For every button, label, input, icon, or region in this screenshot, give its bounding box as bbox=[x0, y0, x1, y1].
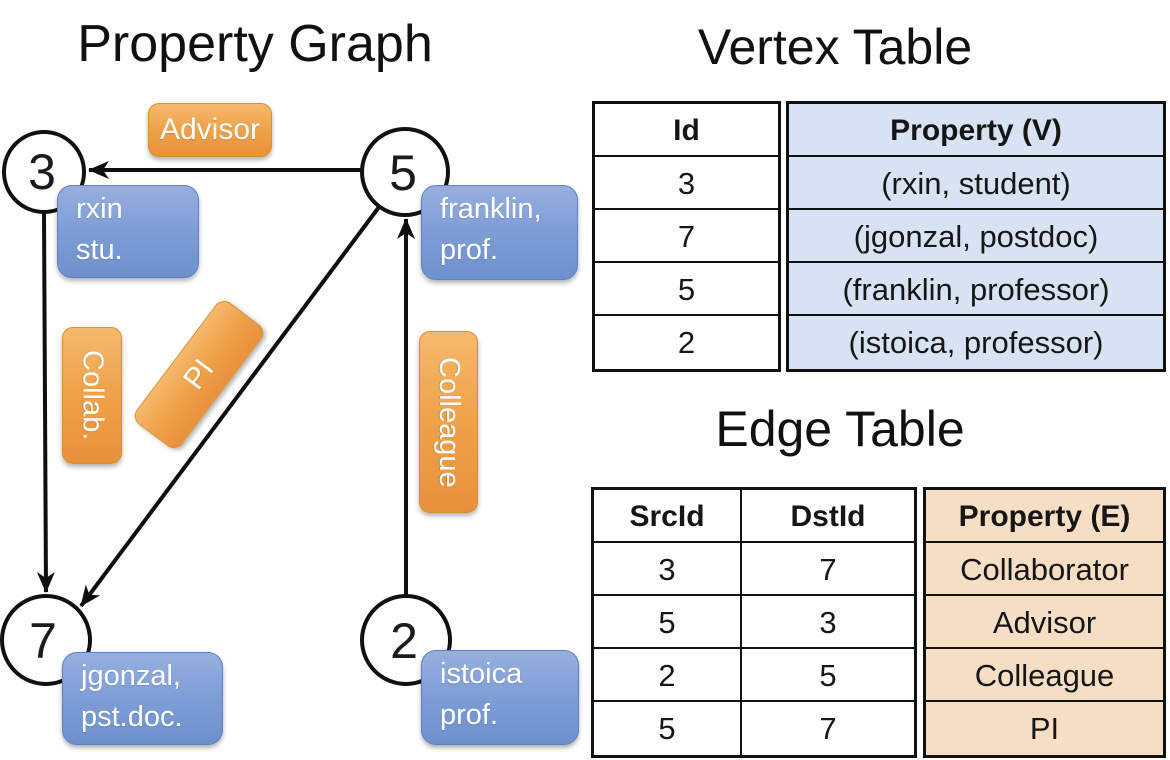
edge-table-property-cell: Colleague bbox=[926, 649, 1163, 702]
vertex-table-header-id: Id bbox=[595, 104, 778, 157]
edge-table-srcid-cell: 5 bbox=[594, 596, 742, 649]
vertex-label-jgonzal: jgonzal, pst.doc. bbox=[62, 652, 223, 745]
vertex-label-line: franklin, bbox=[440, 193, 542, 225]
vertex-table-id-cell: 2 bbox=[677, 325, 696, 360]
vertex-label-line: jgonzal, bbox=[81, 660, 181, 692]
edge-table-dstid-cell: 3 bbox=[742, 596, 914, 649]
edge-table-property-cell: Advisor bbox=[926, 596, 1163, 649]
vertex-label-franklin: franklin, prof. bbox=[421, 185, 578, 280]
edge-label-advisor: Advisor bbox=[148, 103, 272, 157]
vertex-table-property-cell: (jgonzal, postdoc) bbox=[789, 210, 1163, 263]
edge-table-dstid-cell: 7 bbox=[742, 543, 914, 596]
vertex-table-property-column: Property (V) (rxin, student) (jgonzal, p… bbox=[786, 101, 1166, 372]
vertex-label-line: prof. bbox=[440, 699, 499, 731]
edge-line-collab-3-to-7 bbox=[36, 212, 55, 593]
vertex-label-istoica: istoica prof. bbox=[421, 650, 579, 745]
vertex-label-line: rxin bbox=[76, 193, 123, 225]
edge-table-srcid-cell: 3 bbox=[594, 543, 742, 596]
vertex-label-line: pst.doc. bbox=[81, 701, 183, 733]
edge-table-title: Edge Table bbox=[715, 401, 965, 457]
property-graph-title: Property Graph bbox=[77, 15, 433, 73]
edge-label-collab: Collab. bbox=[62, 327, 122, 464]
vertex-id-3: 3 bbox=[28, 144, 56, 200]
vertex-label-rxin: rxin stu. bbox=[57, 185, 199, 278]
vertex-table-property-cell: (istoica, professor) bbox=[789, 316, 1163, 369]
vertex-table-header-property: Property (V) bbox=[789, 104, 1163, 157]
vertex-table-property-cell: (rxin, student) bbox=[789, 157, 1163, 210]
vertex-id-5: 5 bbox=[389, 145, 417, 201]
edge-table-srcid-cell: 5 bbox=[594, 702, 742, 755]
vertex-label-line: prof. bbox=[440, 234, 499, 266]
vertex-table-id-cell: 3 bbox=[595, 157, 778, 210]
vertex-table-id-column: Id 3 7 5 2 bbox=[592, 101, 781, 372]
edge-table-property-cell: PI bbox=[926, 702, 1163, 755]
edge-table-id-columns: SrcId DstId 3 7 5 3 2 5 5 7 bbox=[591, 487, 917, 758]
vertex-label-line: istoica bbox=[440, 658, 523, 690]
vertex-table-id-cell: 7 bbox=[595, 210, 778, 263]
vertex-id-7: 7 bbox=[29, 613, 57, 669]
edge-table-dstid-cell: 5 bbox=[742, 649, 914, 702]
vertex-table-id-cell: 5 bbox=[595, 263, 778, 316]
edge-table-header-srcid: SrcId bbox=[594, 490, 742, 543]
edge-line-pi-5-to-7 bbox=[79, 205, 381, 608]
vertex-label-line: stu. bbox=[76, 234, 123, 266]
vertex-table-title: Vertex Table bbox=[697, 19, 973, 75]
edge-table-property-column: Property (E) Collaborator Advisor Collea… bbox=[923, 487, 1166, 758]
edge-table-header-property: Property (E) bbox=[926, 490, 1163, 543]
edge-label-colleague: Colleague bbox=[419, 331, 478, 513]
vertex-table-property-cell: (franklin, professor) bbox=[789, 263, 1163, 316]
edge-table-header-dstid: DstId bbox=[742, 490, 914, 543]
edge-table-dstid-cell: 7 bbox=[819, 711, 837, 746]
edge-table-property-cell: Collaborator bbox=[926, 543, 1163, 596]
vertex-id-2: 2 bbox=[390, 613, 418, 669]
edge-table-srcid-cell: 2 bbox=[594, 649, 742, 702]
